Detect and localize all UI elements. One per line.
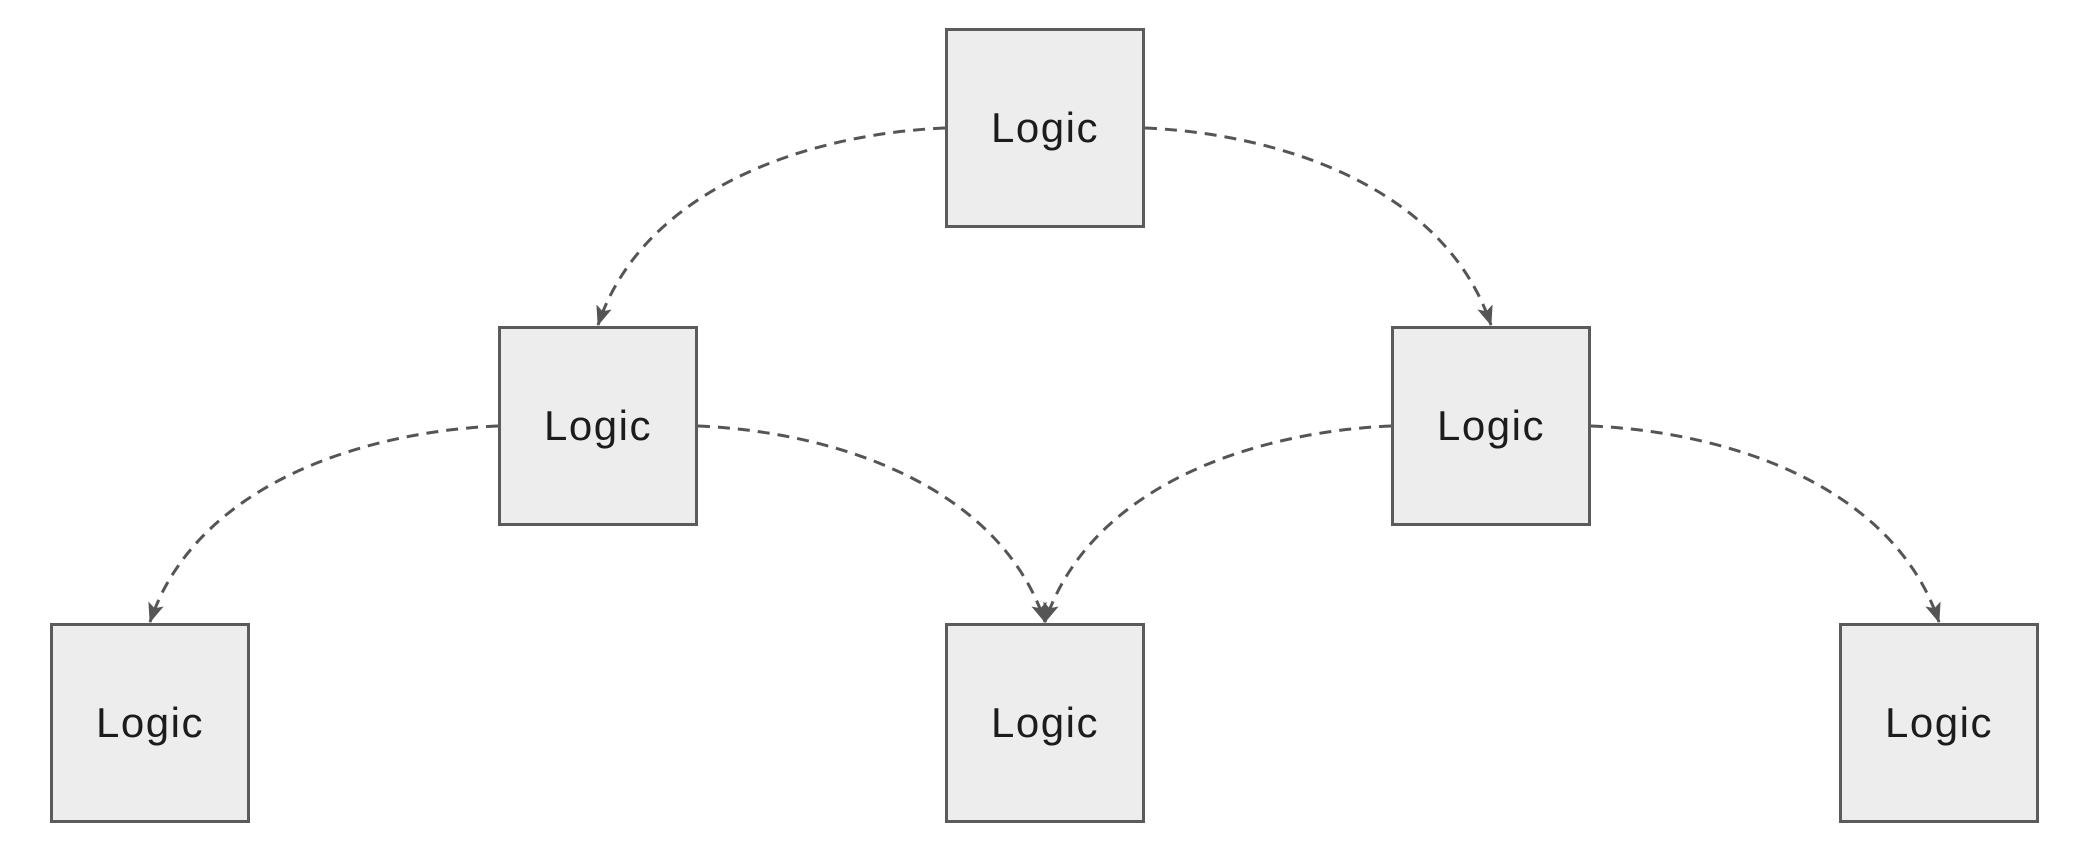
connector-edge-mid-left-to-bottom-left[interactable] [148,424,499,623]
connector-edge-mid-right-to-bottom-right[interactable] [1590,424,1941,623]
diagram-node-bottom-left[interactable]: Logic [50,623,250,823]
node-label: Logic [96,699,204,746]
diagram-node-bottom-right[interactable]: Logic [1839,623,2039,823]
diagram-node-root[interactable]: Logic [945,28,1145,228]
node-label: Logic [1437,402,1545,449]
diagram-node-mid-right[interactable]: Logic [1391,326,1591,526]
node-label: Logic [991,699,1099,746]
diagram-node-mid-left[interactable]: Logic [498,326,698,526]
node-label: Logic [1885,699,1993,746]
connector-edge-root-to-mid-right[interactable] [1144,126,1493,326]
connector-edge-mid-right-to-bottom-center[interactable] [1043,424,1392,623]
connector-edge-root-to-mid-left[interactable] [596,126,946,326]
node-label: Logic [544,402,652,449]
diagram-node-bottom-center[interactable]: Logic [945,623,1145,823]
connector-edge-mid-left-to-bottom-center[interactable] [697,424,1047,623]
node-label: Logic [991,104,1099,151]
